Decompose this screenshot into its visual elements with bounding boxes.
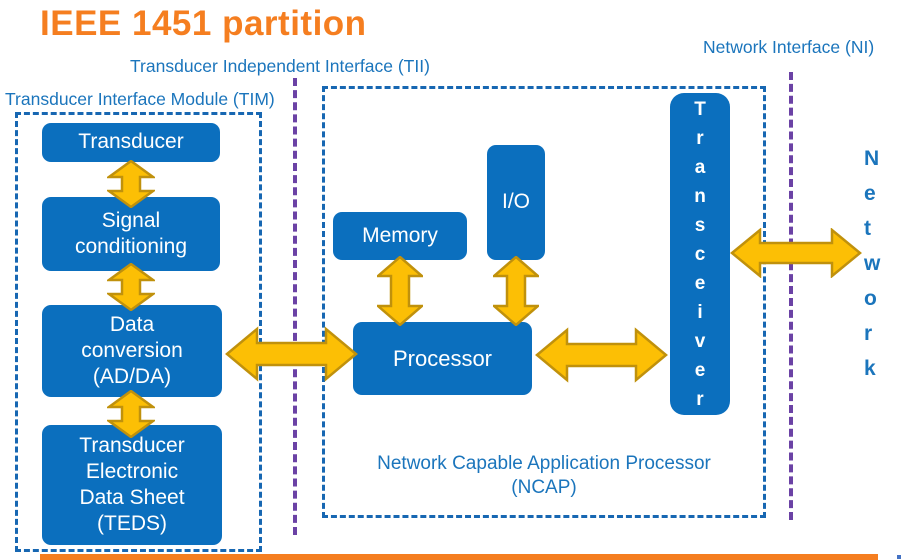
double-arrow-icon — [493, 256, 539, 326]
page-title: IEEE 1451 partition — [40, 4, 367, 43]
tii-interface-line — [293, 78, 297, 535]
double-arrow-icon — [535, 327, 668, 383]
ni-interface-line — [789, 72, 793, 520]
memory-block: Memory — [333, 212, 467, 260]
io-block: I/O — [487, 145, 545, 260]
memory-block-label: Memory — [362, 223, 438, 247]
double-arrow-icon — [107, 160, 155, 208]
ncap-caption-line1: Network Capable Application Processor — [377, 453, 711, 474]
double-arrow-icon — [107, 390, 155, 438]
double-arrow-icon — [730, 228, 862, 278]
transducer-block-label: Transducer — [78, 130, 184, 154]
transducer-block: Transducer — [42, 123, 220, 162]
teds-block: Transducer Electronic Data Sheet (TEDS) — [42, 425, 222, 545]
ni-label: Network Interface (NI) — [703, 37, 875, 57]
teds-block-label: Transducer Electronic Data Sheet (TEDS) — [79, 433, 185, 536]
data-conversion-block-label: Data conversion (AD/DA) — [81, 312, 183, 389]
tim-label: Transducer Interface Module (TIM) — [5, 89, 275, 109]
tii-label: Transducer Independent Interface (TII) — [130, 56, 430, 76]
transceiver-block-label: Transceiver — [694, 98, 706, 410]
processor-block: Processor — [353, 322, 532, 395]
network-label-letters: Network — [864, 147, 881, 380]
double-arrow-icon — [225, 326, 358, 382]
signal-conditioning-block: Signal conditioning — [42, 197, 220, 271]
double-arrow-icon — [377, 256, 423, 326]
bottom-accent-bar — [40, 554, 878, 560]
transceiver-block: Transceiver — [670, 93, 730, 415]
ncap-caption-line2: (NCAP) — [511, 477, 577, 498]
corner-dot — [897, 555, 901, 559]
data-conversion-block: Data conversion (AD/DA) — [42, 305, 222, 397]
signal-conditioning-block-label: Signal conditioning — [74, 208, 188, 258]
double-arrow-icon — [107, 263, 155, 311]
ncap-caption: Network Capable Application Processor (N… — [322, 452, 766, 500]
tim-boundary-box — [15, 112, 262, 552]
ncap-boundary-box — [322, 86, 766, 518]
processor-block-label: Processor — [392, 345, 493, 371]
io-block-label: I/O — [501, 190, 530, 214]
network-label: Network — [864, 141, 890, 386]
